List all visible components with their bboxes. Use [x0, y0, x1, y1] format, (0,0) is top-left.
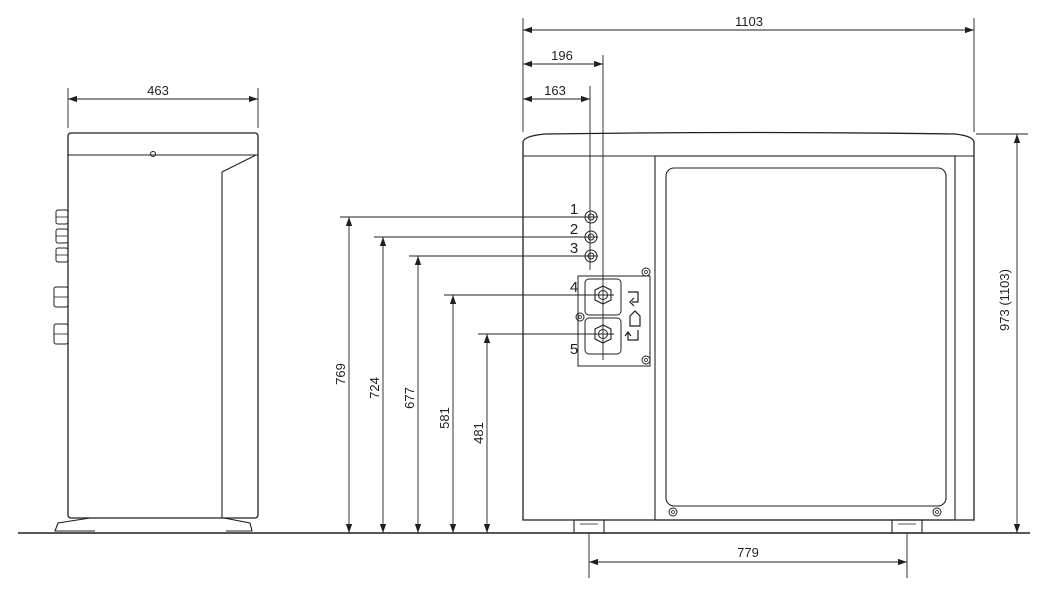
front-view-foot-right	[891, 519, 923, 534]
front-view-screw	[932, 507, 942, 517]
connection-label-3: 3	[570, 240, 578, 257]
side-view-foot-right	[223, 517, 253, 532]
front-view: 1 2 3 4 5	[522, 131, 975, 534]
flow-in-icon	[624, 330, 639, 341]
side-view-screw	[150, 151, 156, 157]
connection-label-5: 5	[570, 341, 578, 358]
flow-out-icon	[628, 291, 639, 307]
connection-plate	[575, 267, 651, 367]
dim-label-feet-spacing: 779	[737, 545, 759, 560]
dim-label-side-width: 463	[147, 83, 169, 98]
front-view-screw	[668, 507, 678, 517]
connection-small	[584, 210, 598, 263]
dim-label-196: 196	[551, 48, 573, 63]
front-view-foot-left	[573, 519, 605, 534]
side-view-pipe-stubs	[53, 209, 69, 345]
dim-label-724: 724	[367, 377, 382, 399]
side-view: 463	[53, 83, 259, 532]
dim-label-163: 163	[544, 83, 566, 98]
connection-label-4: 4	[570, 279, 578, 296]
side-view-body	[67, 132, 259, 519]
front-view-panel	[654, 155, 956, 521]
dim-label-581: 581	[437, 407, 452, 429]
house-icon	[629, 310, 641, 327]
connection-label-2: 2	[570, 221, 578, 238]
connection-label-1: 1	[570, 201, 578, 218]
dim-label-total-width: 1103	[735, 14, 763, 29]
dim-label-677: 677	[402, 387, 417, 409]
front-view-body	[522, 131, 975, 521]
side-view-foot-left	[54, 517, 95, 532]
dim-label-height: 973 (1103)	[997, 269, 1012, 331]
dim-label-481: 481	[471, 422, 486, 444]
dim-label-769: 769	[333, 363, 348, 385]
front-view-grille	[665, 167, 947, 507]
